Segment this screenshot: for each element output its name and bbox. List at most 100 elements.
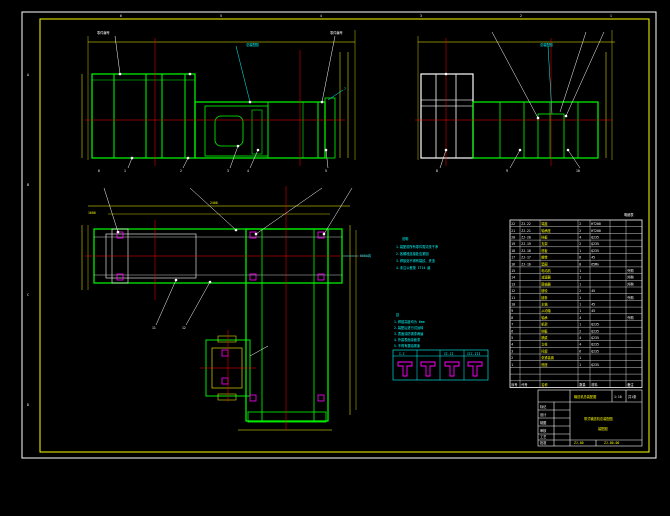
bom-cell: 8	[579, 262, 581, 266]
bom-cell: 4	[579, 236, 581, 240]
title-block-bottom-code: ZJ-00-00	[604, 441, 619, 445]
bom-cell: ZJ-21	[521, 229, 531, 233]
bom-cell: 1	[579, 363, 581, 367]
bom-cell: 6	[511, 329, 513, 333]
notes-line: 1.装配前所有零件需清洗干净	[396, 244, 439, 249]
bom-cell: Q235	[591, 249, 599, 253]
bom-cell: 联轴器	[541, 281, 551, 286]
bom-cell: 电动机	[541, 268, 551, 273]
front-bottom-label-5: 5	[325, 169, 327, 173]
plan-dimension-left: 1600	[88, 211, 96, 215]
drawing-frame	[21, 11, 657, 459]
bom-cell: 外购	[627, 275, 633, 280]
bom-footer-cell: 代号	[521, 382, 527, 387]
bom-cell: 1	[579, 303, 581, 307]
front-top-left-label: 零件编号	[97, 30, 110, 35]
bom-cell: 托辊	[541, 348, 548, 353]
requirements-line: 3.表面涂防锈漆两遍	[394, 331, 424, 336]
section-caption: II-II	[444, 352, 454, 356]
bom-cell: 1	[579, 249, 581, 253]
bom-cell: 4	[579, 343, 581, 347]
bom-cell: ZJ-19	[521, 242, 531, 246]
bom-cell: 9	[511, 309, 513, 313]
title-block-drawing-no: ZJ-00	[574, 441, 584, 445]
bom-cell: Q235	[591, 323, 599, 327]
bom-cell: 外购	[627, 315, 633, 320]
bom-cell: 侧板	[541, 328, 548, 333]
requirements-line: 1.焊缝高度均为 6mm	[394, 319, 425, 324]
bom-cell: 2	[579, 329, 581, 333]
bom-cell: 2	[579, 222, 581, 226]
title-block-label: 设计	[540, 412, 547, 417]
bom-footer-cell: 材料	[591, 382, 598, 387]
bom-cell: 垫圈	[541, 261, 547, 266]
bom-cell: 端盖	[541, 221, 548, 226]
bom-cell: 20	[511, 236, 515, 240]
requirements-line: 5.不得有漏油现象	[394, 343, 421, 348]
bom-cell: 支架	[541, 241, 548, 246]
zone-mark: B	[27, 183, 29, 187]
front-top-mid-label: 总装配图	[246, 42, 259, 47]
front-bottom-label-6: 6	[98, 169, 100, 173]
bom-cell: 7	[511, 323, 513, 327]
title-block-center-sub: 装配图	[598, 426, 608, 431]
bom-cell: 1	[579, 356, 581, 360]
bom-cell: 1	[579, 296, 581, 300]
bom-cell: 16	[511, 262, 515, 266]
bom-cell: 1	[579, 282, 581, 286]
side-bottom-label-2: 9	[506, 169, 508, 173]
title-block-label: 制图	[540, 420, 546, 425]
bom-cell: 挡板	[541, 235, 548, 240]
requirements-line: 2.装配后进行试运转	[394, 325, 424, 330]
zone-mark: C	[27, 293, 29, 297]
bom-cell: 横梁	[541, 335, 548, 340]
notes-marker: A向	[366, 253, 371, 258]
zone-mark: 4	[320, 14, 322, 18]
bom-cell: 立柱	[541, 342, 548, 347]
bom-cell: 机架	[541, 322, 548, 327]
bom-cell: 19	[511, 242, 515, 246]
side-bottom-label-1: 8	[436, 169, 438, 173]
zone-mark: 5	[220, 14, 222, 18]
bom-cell: 45	[591, 256, 595, 260]
bom-cell: 1	[579, 323, 581, 327]
plan-center-label: 600	[360, 254, 366, 258]
bom-cell: 5	[511, 336, 513, 340]
bom-cell: 22	[511, 222, 515, 226]
bom-cell: 底座	[541, 362, 548, 367]
bom-cell: 45	[591, 303, 595, 307]
bom-cell: 12	[511, 289, 515, 293]
zone-marks-left: A B C D	[27, 73, 29, 407]
zone-mark: 6	[120, 14, 122, 18]
front-bottom-label-4: 4	[247, 169, 249, 173]
bom-cell: 8	[511, 316, 513, 320]
bom-cell: 减速器	[541, 275, 551, 280]
front-top-right-label: 零件编号	[330, 30, 343, 35]
bom-cell: 1	[579, 309, 581, 313]
plan-view	[81, 186, 370, 431]
front-view	[81, 30, 356, 169]
bom-cell: 张紧装置	[541, 355, 554, 360]
bom-cell: 从动轴	[541, 308, 551, 313]
bom-cell: 21	[511, 229, 515, 233]
zone-marks-top: 6 5 4 3 2 1	[120, 14, 612, 18]
bom-cell: 10	[511, 303, 515, 307]
bom-cell: 轴承	[541, 315, 548, 320]
bom-cell: ZJ-18	[521, 249, 531, 253]
bom-cell: 15	[511, 269, 515, 273]
bom-cell: 2	[511, 356, 513, 360]
zone-mark: 2	[520, 14, 522, 18]
bom-cell: 外购	[627, 281, 633, 286]
front-mid-right-label: 7	[344, 87, 346, 91]
bom-cell: Q235	[591, 329, 599, 333]
title-block-center-title: 带式输送机总装配图	[584, 416, 613, 421]
bom-footer-cell: 名称	[541, 382, 548, 387]
notes-title: 说明	[402, 236, 408, 241]
front-bottom-label-2: 2	[180, 169, 182, 173]
bom-footer-cell: 备注	[627, 382, 634, 387]
notes-block: 说明 1.装配前所有零件需清洗干净 2.各螺栓连接处应紧固 3.焊接处不得有裂纹…	[366, 236, 439, 270]
bom-cell: 11	[511, 296, 515, 300]
title-block-label: 工艺	[540, 434, 546, 439]
